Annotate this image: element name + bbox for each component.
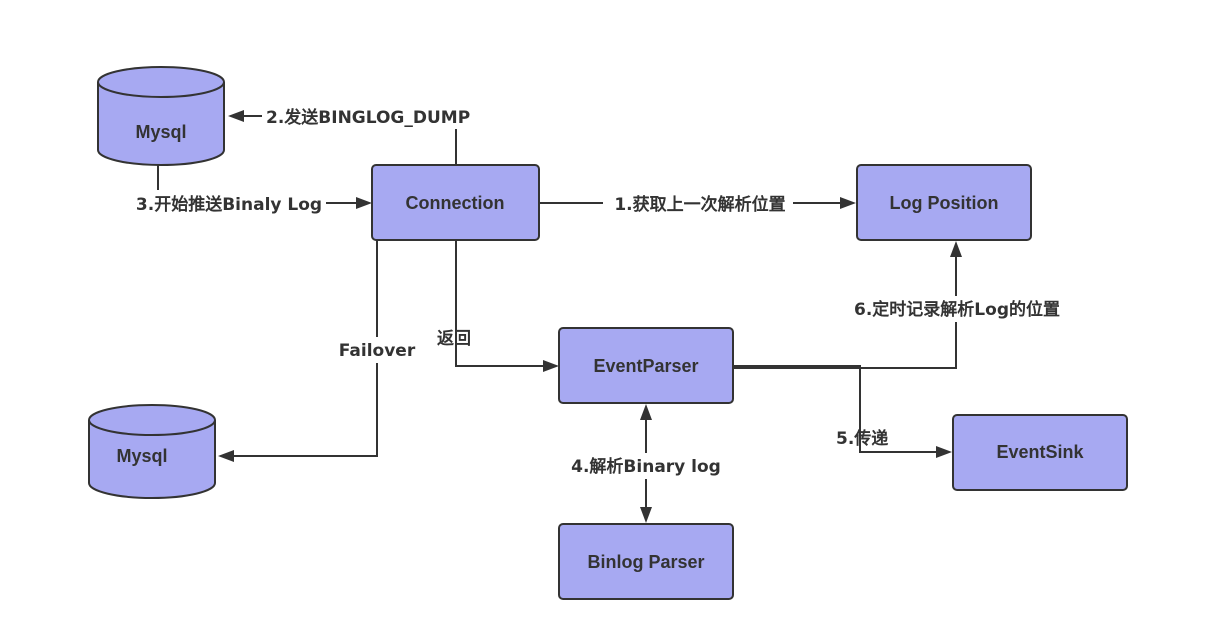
node-label-mysql-top: Mysql: [135, 122, 186, 142]
edge-push-binlog: 3.开始推送Binaly Log: [130, 165, 372, 216]
edge-send-dump: 2.发送BINGLOG_DUMP: [228, 103, 478, 165]
node-mysql-bottom: Mysql: [88, 404, 216, 499]
node-label-connection: Connection: [406, 193, 505, 213]
node-label-log-position: Log Position: [890, 193, 999, 213]
node-event-parser: EventParser: [558, 327, 734, 404]
edge-label-return: 返回: [437, 329, 471, 349]
node-label-binlog-parser: Binlog Parser: [587, 552, 704, 572]
edge-label-record-position: 6.定时记录解析Log的位置: [854, 299, 1060, 320]
node-label-mysql-bottom: Mysql: [116, 446, 167, 466]
node-label-event-sink: EventSink: [996, 442, 1084, 462]
edge-return: 返回: [437, 241, 559, 372]
edge-label-parse-binary: 4.解析Binary log: [571, 456, 721, 477]
node-log-position: Log Position: [856, 164, 1032, 241]
edge-deliver: 5.传递: [733, 365, 952, 458]
edge-label-push-binlog: 3.开始推送Binaly Log: [136, 194, 322, 215]
edge-failover: Failover: [218, 241, 418, 462]
edge-label-failover: Failover: [339, 341, 416, 361]
edge-label-send-dump: 2.发送BINGLOG_DUMP: [266, 107, 470, 128]
node-connection: Connection: [371, 164, 540, 241]
edge-parse-binary: 4.解析Binary log: [568, 404, 724, 523]
edge-get-position: 1.获取上一次解析位置: [540, 190, 856, 216]
edge-record-position: 6.定时记录解析Log的位置: [733, 241, 1068, 369]
edge-label-deliver: 5.传递: [836, 428, 888, 449]
node-label-event-parser: EventParser: [593, 356, 698, 376]
edge-label-get-position: 1.获取上一次解析位置: [614, 194, 785, 215]
node-mysql-top: Mysql: [97, 66, 225, 166]
node-event-sink: EventSink: [952, 414, 1128, 491]
node-binlog-parser: Binlog Parser: [558, 523, 734, 600]
